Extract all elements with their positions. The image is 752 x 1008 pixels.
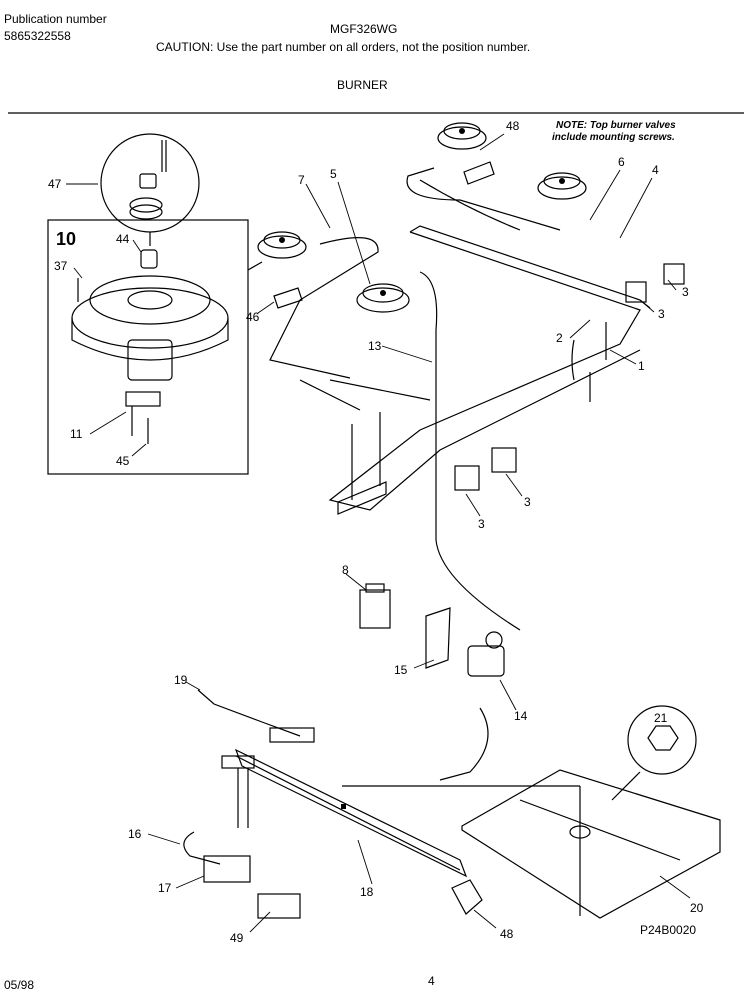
detail-box-10	[47, 219, 249, 475]
pad-3-b	[663, 263, 685, 285]
callout-3-b: 3	[682, 285, 689, 299]
publication-number: 5865322558	[4, 29, 71, 43]
callout-11: 11	[70, 427, 83, 441]
bracket-47-icon	[139, 173, 157, 189]
callout-5: 5	[330, 167, 337, 181]
bracket-15-icon	[425, 607, 451, 669]
callout-37: 37	[54, 259, 68, 273]
callout-3-c: 3	[478, 517, 485, 531]
nut-21-icon	[647, 725, 679, 751]
detail-circle-47	[100, 133, 200, 233]
note-line-2: include mounting screws.	[552, 132, 675, 143]
bracket-48-bottom-icon	[451, 879, 483, 915]
ignitor-8-icon	[359, 589, 391, 629]
caution-text: CAUTION: Use the part number on all orde…	[156, 40, 531, 54]
callout-20: 20	[690, 901, 704, 915]
surface-burner-rear-left	[437, 126, 487, 150]
pad-3-c	[454, 465, 480, 491]
surface-burner-rear-right	[537, 176, 587, 200]
tube-13	[419, 271, 521, 631]
bracket-46-icon	[273, 287, 303, 309]
callout-3-a: 3	[658, 307, 665, 321]
page-number: 4	[428, 974, 435, 988]
callout-14: 14	[514, 709, 528, 723]
callout-6: 6	[618, 155, 625, 169]
callout-48-bottom: 48	[500, 927, 514, 941]
publication-label: Publication number	[4, 12, 107, 26]
callout-16: 16	[128, 827, 142, 841]
mounting-bar	[337, 481, 387, 515]
callout-46: 46	[246, 310, 260, 324]
callout-45: 45	[116, 454, 130, 468]
bracket-48-top-icon	[463, 161, 495, 185]
callout-48-top: 48	[506, 119, 520, 133]
surface-burner-front-left	[257, 235, 307, 259]
callout-17: 17	[158, 881, 172, 895]
regulator-14-icon	[467, 645, 505, 677]
callout-44: 44	[116, 232, 130, 246]
callout-8: 8	[342, 563, 349, 577]
bracket-17-icon	[203, 855, 251, 883]
surface-burner-front-right	[356, 287, 410, 313]
callout-18: 18	[360, 885, 374, 899]
callout-3-d: 3	[524, 495, 531, 509]
oven-burner-18	[234, 748, 468, 878]
callout-47: 47	[48, 177, 62, 191]
figure-code: P24B0020	[640, 923, 696, 937]
orifice-44-icon	[140, 249, 158, 269]
callout-49: 49	[230, 931, 244, 945]
model-number: MGF326WG	[330, 22, 398, 36]
pad-3-d	[491, 447, 517, 473]
callout-2: 2	[556, 331, 563, 345]
callout-7: 7	[298, 173, 305, 187]
footer-date: 05/98	[4, 978, 35, 992]
callout-15: 15	[394, 663, 408, 677]
callout-19: 19	[174, 673, 188, 687]
burner-base-icon	[71, 287, 229, 349]
ignitor-wire-19	[197, 689, 301, 737]
pad-3-a	[625, 281, 647, 303]
tube-16	[183, 831, 221, 865]
manifold-pipe	[328, 231, 641, 511]
callout-4: 4	[652, 163, 659, 177]
bracket-49-icon	[257, 893, 301, 919]
section-title: BURNER	[337, 78, 388, 92]
baffle-20	[461, 769, 721, 919]
callout-13: 13	[368, 339, 382, 353]
note-line-1: NOTE: Top burner valves	[556, 120, 676, 131]
callout-1: 1	[638, 359, 645, 373]
detail-circle-21	[627, 705, 697, 775]
callout-10: 10	[56, 229, 76, 249]
callout-21: 21	[654, 711, 668, 725]
